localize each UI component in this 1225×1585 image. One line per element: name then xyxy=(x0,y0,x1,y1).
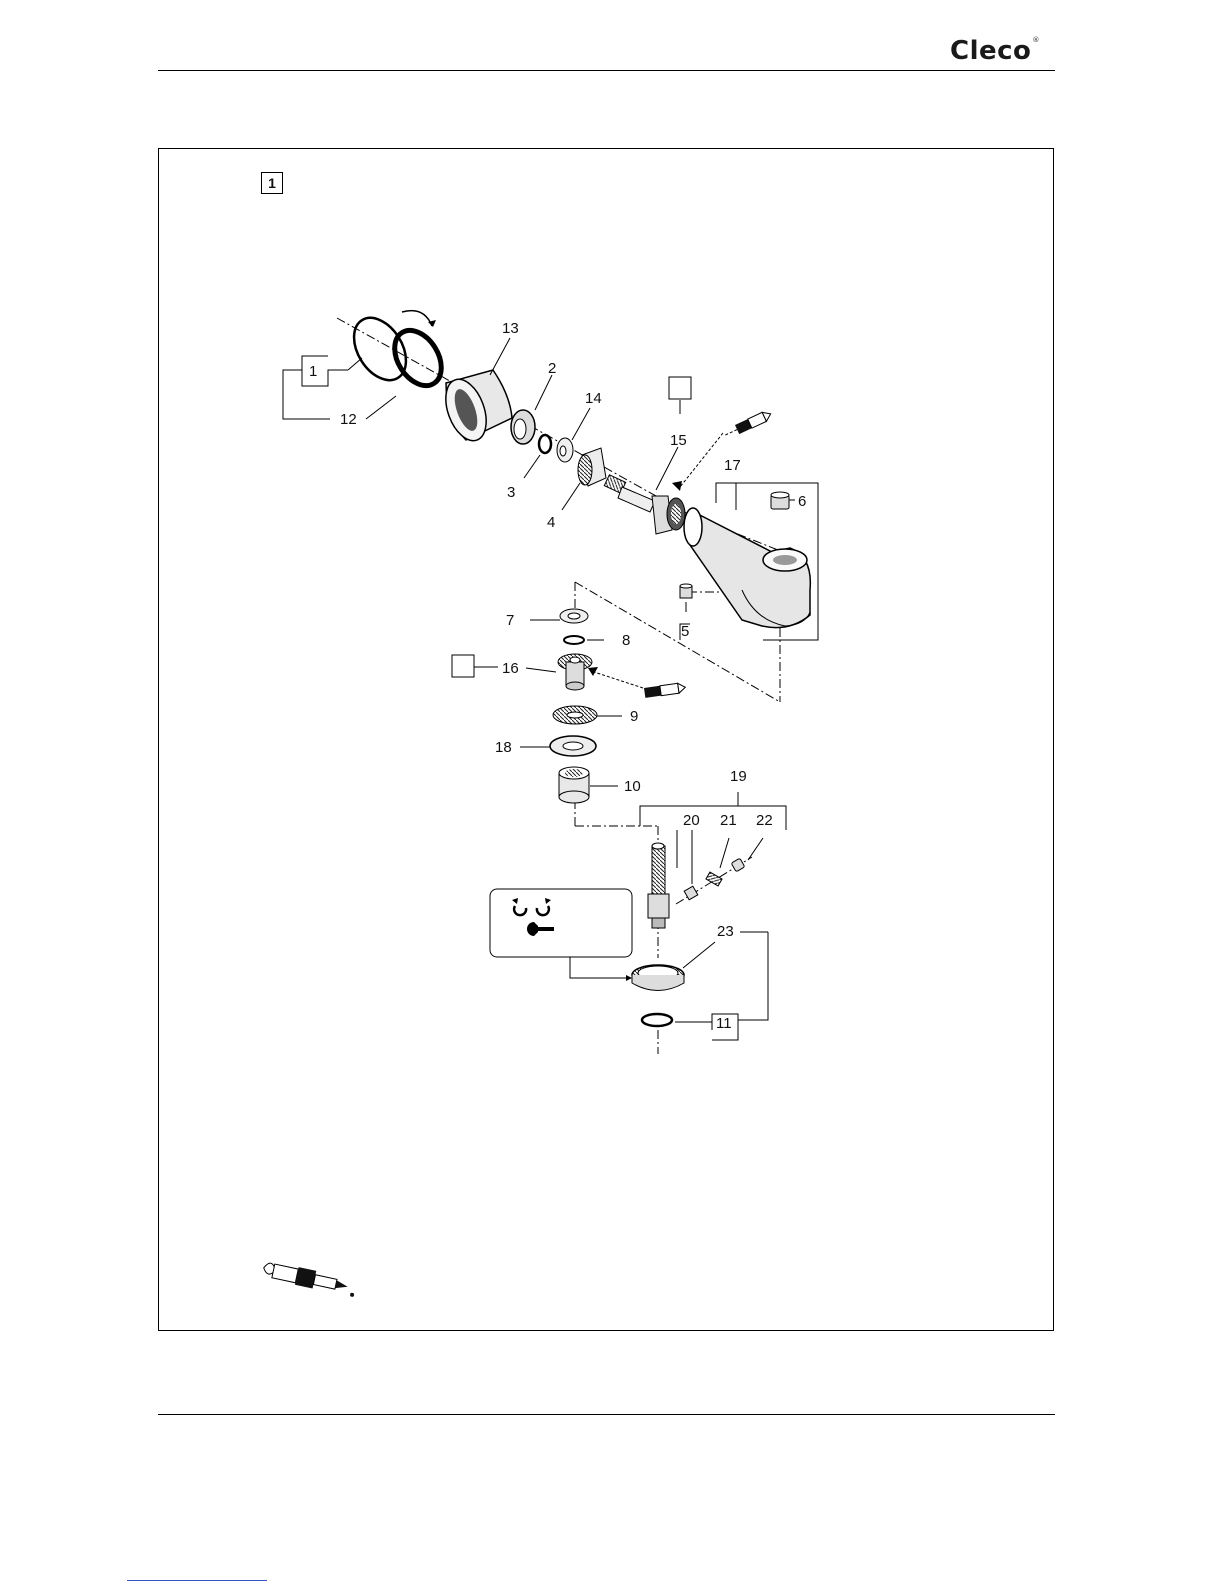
part-7-washer xyxy=(560,609,588,623)
label-part-18: 18 xyxy=(495,739,512,756)
footer-rule xyxy=(158,1414,1055,1415)
ref-box-pinion xyxy=(669,377,691,399)
label-part-14: 14 xyxy=(585,390,602,407)
ref-box-gear xyxy=(452,655,474,677)
label-part-16: 16 xyxy=(502,660,519,677)
label-part-10: 10 xyxy=(624,778,641,795)
part-11-oring xyxy=(642,1014,672,1026)
footer-link-underline[interactable] xyxy=(127,1580,267,1581)
label-part-15: 15 xyxy=(670,432,687,449)
label-part-13: 13 xyxy=(502,320,519,337)
part-17-angle-head xyxy=(684,508,810,628)
label-part-6: 6 xyxy=(798,493,806,510)
part-3-oring xyxy=(539,435,551,453)
label-part-8: 8 xyxy=(622,632,630,649)
part-5-vent-plug xyxy=(680,584,692,598)
part-10-needle-bearing xyxy=(559,767,589,803)
part-14-washer xyxy=(557,438,573,462)
grease-gun-icon xyxy=(722,409,772,440)
rotation-arrow xyxy=(402,311,432,326)
grease-gun-icon xyxy=(644,682,686,698)
label-part-4: 4 xyxy=(547,514,555,531)
label-part-3: 3 xyxy=(507,484,515,501)
label-part-7: 7 xyxy=(506,612,514,629)
part-18-thrust-washer xyxy=(550,736,596,756)
part-2-bearing xyxy=(511,410,535,444)
part-8-oring xyxy=(564,636,584,644)
label-part-22: 22 xyxy=(756,812,773,829)
label-part-1: 1 xyxy=(309,363,317,380)
label-part-2: 2 xyxy=(548,360,556,377)
label-part-11: 11 xyxy=(716,1015,732,1032)
part-22-plug xyxy=(731,858,745,872)
label-part-23: 23 xyxy=(717,923,734,940)
label-part-20: 20 xyxy=(683,812,700,829)
grease-gun-icon xyxy=(262,1260,358,1297)
part-23-nut xyxy=(632,965,684,991)
label-part-21: 21 xyxy=(720,812,737,829)
part-6-plug xyxy=(771,492,789,509)
label-part-17: 17 xyxy=(724,457,741,474)
part-4-needle-bearing xyxy=(578,448,606,486)
label-part-12: 12 xyxy=(340,411,357,428)
label-part-9: 9 xyxy=(630,708,638,725)
part-16-bevel-gear xyxy=(558,654,592,690)
part-20-pin xyxy=(684,886,698,900)
part-19-spindle xyxy=(648,843,669,928)
label-part-19: 19 xyxy=(730,768,747,785)
part-13-sleeve xyxy=(438,370,512,446)
label-part-5: 5 xyxy=(681,623,689,640)
torque-callout-box xyxy=(490,889,632,957)
part-9-thrust-bearing xyxy=(553,706,597,724)
